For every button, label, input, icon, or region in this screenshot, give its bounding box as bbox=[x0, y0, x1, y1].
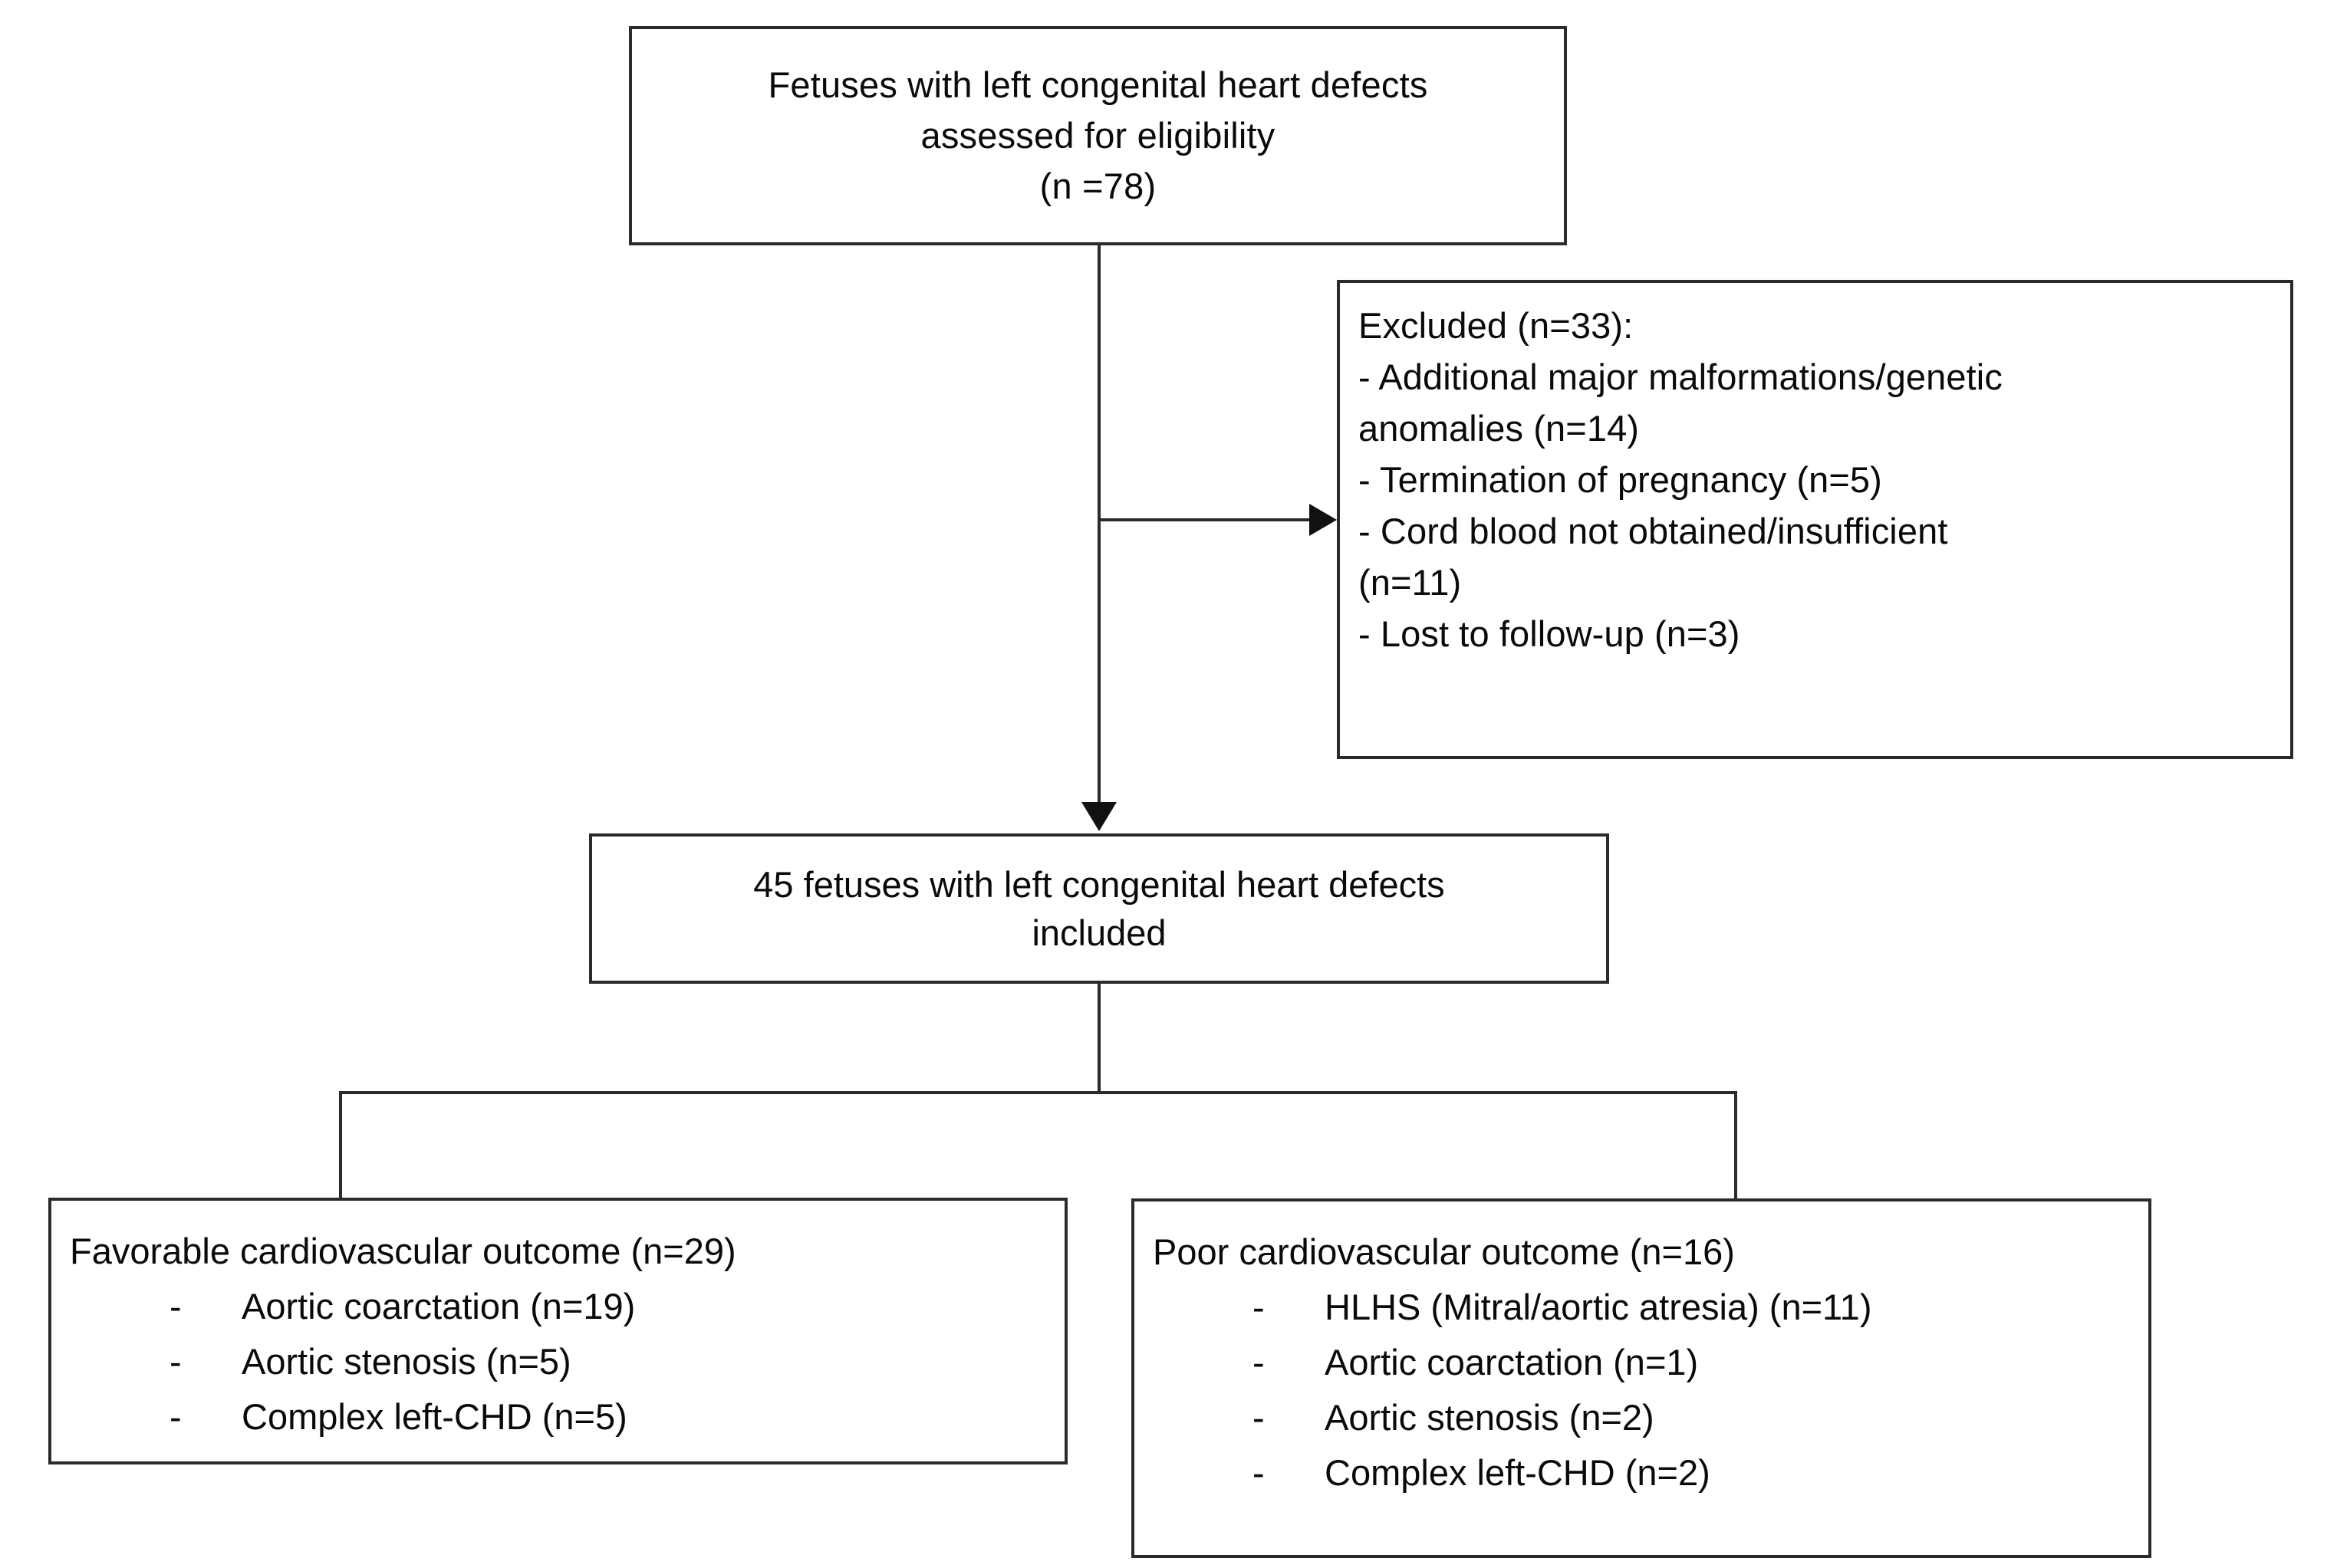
list-item: - HLHS (Mitral/aortic atresia) (n=11) bbox=[1153, 1280, 2148, 1335]
node-assessed-for-eligibility: Fetuses with left congenital heart defec… bbox=[629, 26, 1567, 245]
eligibility-line-1: Fetuses with left congenital heart defec… bbox=[768, 64, 1428, 105]
arrowhead-into-excluded bbox=[1309, 504, 1337, 536]
list-item: - Complex left-CHD (n=5) bbox=[70, 1389, 1065, 1445]
connector-to-excluded bbox=[1098, 518, 1312, 521]
excluded-line-7: - Lost to follow-up (n=3) bbox=[1358, 613, 1740, 654]
connector-to-poor bbox=[1734, 1091, 1737, 1199]
excluded-line-4: - Termination of pregnancy (n=5) bbox=[1358, 459, 1882, 500]
bullet-dash-icon: - bbox=[1252, 1397, 1265, 1438]
list-item: - Aortic coarctation (n=19) bbox=[70, 1279, 1065, 1334]
bullet-dash-icon: - bbox=[1252, 1287, 1265, 1327]
list-item-label: Aortic coarctation (n=1) bbox=[1325, 1342, 1699, 1382]
excluded-line-5: - Cord blood not obtained/insufficient bbox=[1358, 511, 1948, 551]
bullet-dash-icon: - bbox=[1252, 1342, 1265, 1382]
included-line-1: 45 fetuses with left congenital heart de… bbox=[753, 864, 1445, 905]
connector-to-favorable bbox=[339, 1091, 342, 1199]
favorable-header: Favorable cardiovascular outcome (n=29) bbox=[70, 1231, 736, 1271]
poor-list: - HLHS (Mitral/aortic atresia) (n=11) - … bbox=[1153, 1280, 2148, 1501]
included-line-2: included bbox=[1032, 912, 1167, 953]
list-item-label: Aortic coarctation (n=19) bbox=[242, 1286, 636, 1326]
list-item: - Complex left-CHD (n=2) bbox=[1153, 1445, 2148, 1501]
favorable-list: - Aortic coarctation (n=19) - Aortic ste… bbox=[70, 1279, 1065, 1445]
list-item: - Aortic stenosis (n=2) bbox=[1153, 1390, 2148, 1445]
list-item-label: Complex left-CHD (n=5) bbox=[242, 1396, 627, 1437]
connector-eligibility-to-included bbox=[1098, 245, 1101, 804]
bullet-dash-icon: - bbox=[170, 1286, 182, 1326]
bullet-dash-icon: - bbox=[170, 1396, 182, 1437]
connector-split-horizontal bbox=[339, 1091, 1737, 1094]
list-item: - Aortic stenosis (n=5) bbox=[70, 1334, 1065, 1389]
excluded-line-6: (n=11) bbox=[1358, 562, 1462, 603]
eligibility-line-3: (n =78) bbox=[1039, 166, 1157, 206]
node-favorable-outcome: Favorable cardiovascular outcome (n=29) … bbox=[48, 1198, 1068, 1464]
list-item-label: Complex left-CHD (n=2) bbox=[1325, 1452, 1710, 1493]
list-item: - Aortic coarctation (n=1) bbox=[1153, 1335, 2148, 1390]
eligibility-line-2: assessed for eligibility bbox=[920, 115, 1275, 156]
bullet-dash-icon: - bbox=[170, 1341, 182, 1382]
list-item-label: HLHS (Mitral/aortic atresia) (n=11) bbox=[1325, 1287, 1872, 1327]
excluded-line-3: anomalies (n=14) bbox=[1358, 408, 1640, 449]
arrowhead-into-included bbox=[1081, 802, 1117, 831]
excluded-line-1: Excluded (n=33): bbox=[1358, 305, 1634, 346]
bullet-dash-icon: - bbox=[1252, 1452, 1265, 1493]
list-item-label: Aortic stenosis (n=5) bbox=[242, 1341, 571, 1382]
node-excluded: Excluded (n=33): - Additional major malf… bbox=[1337, 280, 2293, 759]
connector-included-stem bbox=[1098, 984, 1101, 1094]
poor-header: Poor cardiovascular outcome (n=16) bbox=[1153, 1231, 1735, 1272]
node-poor-outcome: Poor cardiovascular outcome (n=16) - HLH… bbox=[1131, 1198, 2151, 1558]
list-item-label: Aortic stenosis (n=2) bbox=[1325, 1397, 1654, 1438]
node-included: 45 fetuses with left congenital heart de… bbox=[589, 833, 1609, 984]
excluded-line-2: - Additional major malformations/genetic bbox=[1358, 357, 2003, 397]
